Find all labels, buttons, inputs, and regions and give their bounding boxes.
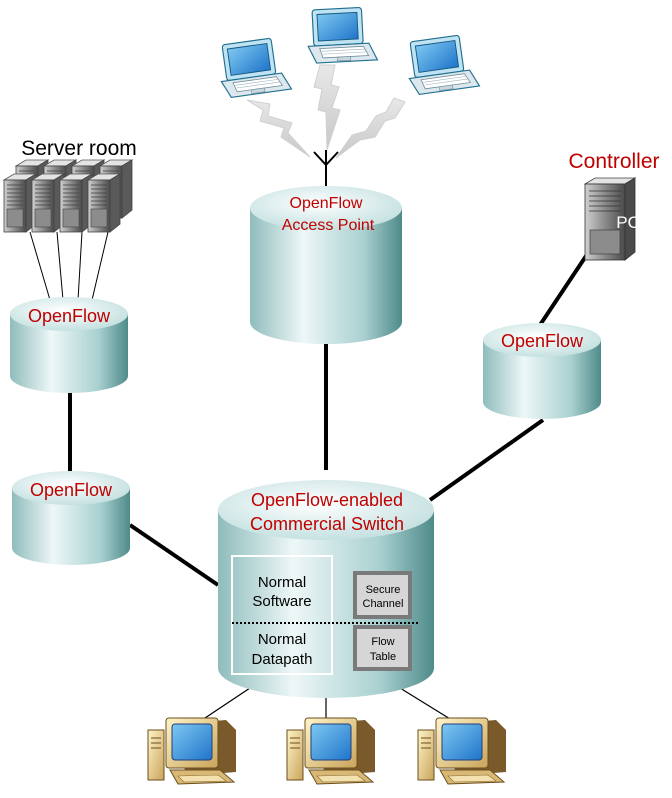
server-room-label: Server room <box>21 137 137 160</box>
normal-datapath-line1: Normal <box>258 631 306 648</box>
server-openflow-label: OpenFlow <box>28 306 111 326</box>
secure-channel-line1: Secure <box>366 584 401 596</box>
link-switch-to-right-openflow <box>428 418 545 502</box>
switch-label-line2: Commercial Switch <box>250 514 404 534</box>
normal-software-line1: Normal <box>258 574 306 591</box>
flow-table-line2: Table <box>370 651 396 663</box>
access-point-node <box>250 186 402 344</box>
wireless-signals <box>246 64 406 159</box>
laptop-icon <box>305 6 378 64</box>
secure-channel-line2: Channel <box>363 598 404 610</box>
switch-label-line1: OpenFlow-enabled <box>251 490 403 510</box>
wireless-antenna-icon <box>313 150 339 188</box>
server-openflow-node <box>10 297 128 393</box>
normal-datapath-line2: Datapath <box>252 651 313 668</box>
controller-label: Controller <box>568 150 659 173</box>
link-left-openflow-to-switch <box>128 523 220 587</box>
right-openflow-node <box>483 323 601 419</box>
left-openflow-node <box>12 471 130 565</box>
server-rack-icon <box>583 177 637 261</box>
normal-software-line2: Software <box>252 593 311 610</box>
network-links <box>29 231 592 729</box>
laptop-icon <box>403 32 481 97</box>
link-right-openflow-to-controller <box>538 248 592 327</box>
switch-internals <box>231 555 420 675</box>
access-point-label-line1: OpenFlow <box>290 195 363 212</box>
right-openflow-label: OpenFlow <box>501 331 584 351</box>
flow-table-line1: Flow <box>371 636 394 648</box>
server-rack-icon <box>3 159 133 233</box>
access-point-label-line2: Access Point <box>282 217 375 234</box>
desktop-computer-icon <box>286 717 376 785</box>
controller-pc-label: PC <box>616 213 640 232</box>
desktop-computer-icon <box>417 717 507 785</box>
left-openflow-label: OpenFlow <box>30 480 113 500</box>
desktop-computer-icon <box>147 717 237 785</box>
laptop-icon <box>215 35 293 100</box>
